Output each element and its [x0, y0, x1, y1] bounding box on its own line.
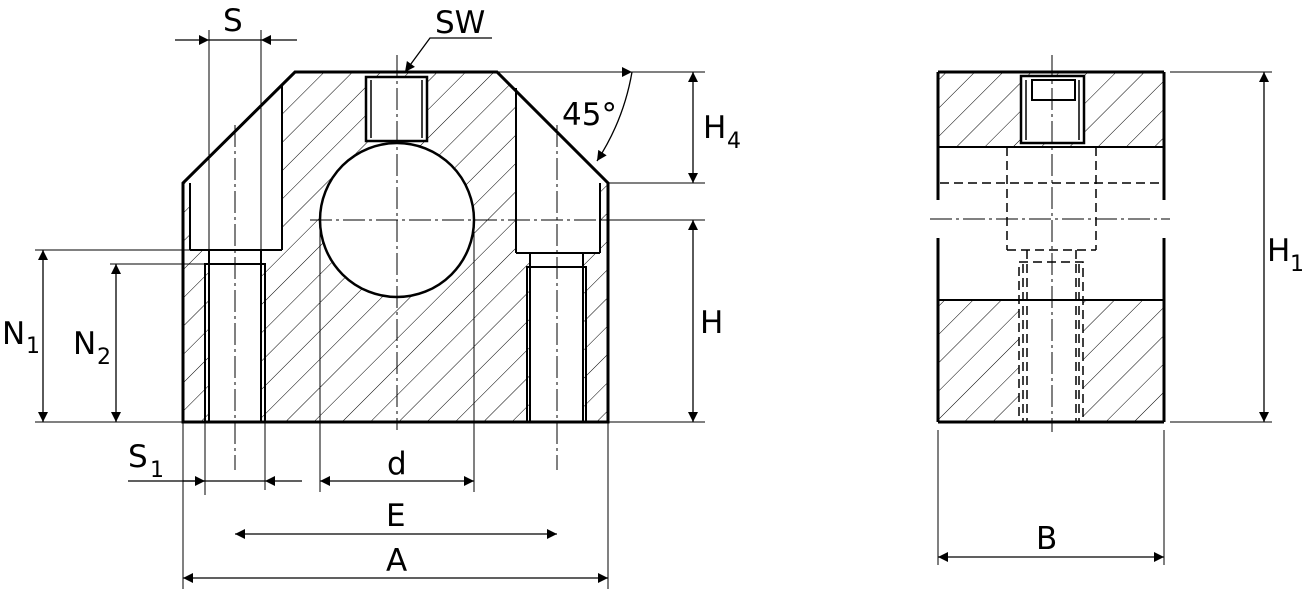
- label-n2-sub: 2: [97, 345, 111, 370]
- label-s1: S: [128, 439, 148, 475]
- label-s: S: [223, 3, 243, 39]
- label-a: A: [386, 543, 407, 579]
- label-h1-sub: 1: [1290, 252, 1304, 277]
- label-angle: 45°: [562, 97, 617, 133]
- label-h: H: [700, 305, 723, 341]
- label-n2: N: [73, 326, 96, 362]
- label-h1: H: [1267, 233, 1290, 269]
- extension-lines: [35, 30, 1272, 589]
- label-n1-sub: 1: [26, 334, 40, 359]
- dimension-lines: [38, 35, 1269, 583]
- front-view: [181, 55, 700, 470]
- label-d: d: [387, 446, 407, 482]
- label-s1-sub: 1: [150, 458, 164, 483]
- side-centerlines: [930, 55, 1170, 432]
- left-bolt-hole: [189, 84, 283, 423]
- dimension-labels: S SW 45° H 4 H N 1 N 2 S 1 d E A B H 1: [2, 3, 1304, 579]
- label-h4-sub: 4: [727, 129, 741, 154]
- label-n1: N: [2, 316, 25, 352]
- label-b: B: [1036, 521, 1057, 557]
- label-e: E: [386, 498, 406, 534]
- side-view: [930, 55, 1170, 432]
- side-hidden-lines: [940, 147, 1162, 423]
- label-sw: SW: [435, 5, 485, 41]
- label-h4: H: [703, 110, 726, 146]
